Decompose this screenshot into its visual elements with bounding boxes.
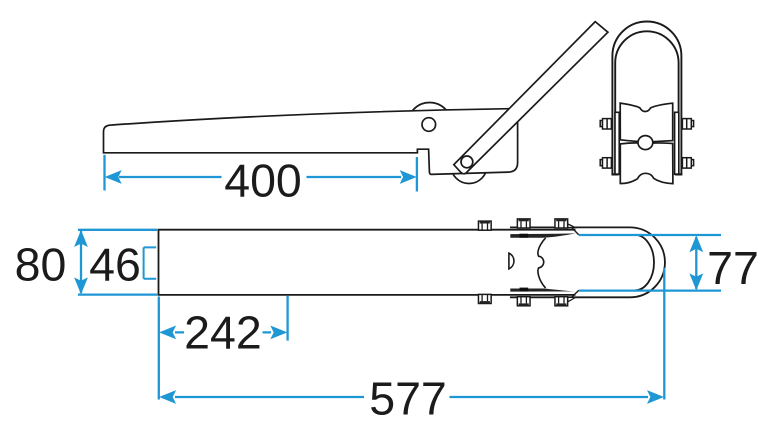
svg-text:577: 577 xyxy=(369,373,447,425)
svg-text:77: 77 xyxy=(707,242,759,294)
svg-text:80: 80 xyxy=(15,238,67,290)
svg-text:46: 46 xyxy=(89,238,141,290)
svg-text:242: 242 xyxy=(184,307,262,359)
svg-text:400: 400 xyxy=(224,154,302,206)
